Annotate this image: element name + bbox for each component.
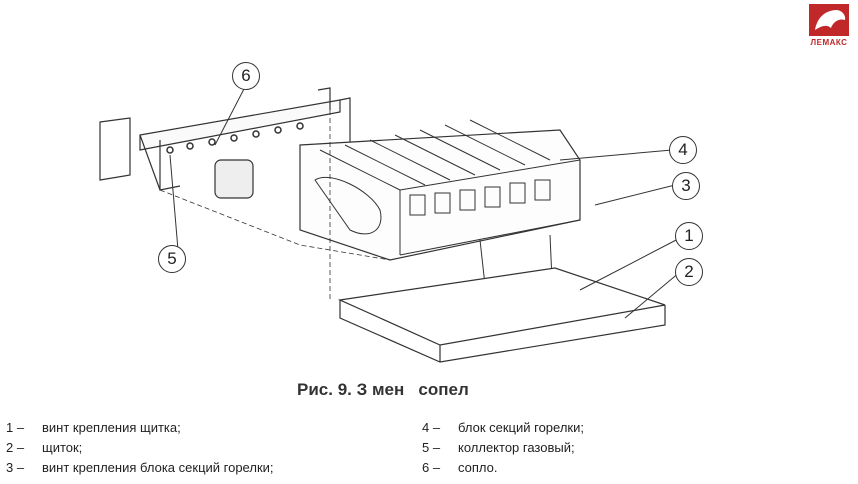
legend-text: винт крепления щитка; — [42, 420, 181, 435]
legend-num: 3 – — [6, 460, 25, 475]
callout-2: 2 — [675, 258, 703, 286]
callout-4: 4 — [669, 136, 697, 164]
legend-num: 1 – — [6, 420, 25, 435]
lemaks-logo — [809, 4, 849, 36]
legend-num: 2 – — [6, 440, 25, 455]
legend-num: 4 – — [422, 420, 441, 435]
burner-diagram — [99, 86, 681, 363]
legend-text: щиток; — [42, 440, 83, 455]
legend-num: 5 – — [422, 440, 441, 455]
callout-6: 6 — [232, 62, 260, 90]
legend-item-1: 1 – винт крепления щитка; — [6, 420, 181, 435]
legend-item-4: 4 – блок секций горелки; — [422, 420, 584, 435]
callout-3: 3 — [672, 172, 700, 200]
logo-text: ЛЕМАКС — [810, 38, 848, 47]
legend-item-3: 3 – винт крепления блока секций горелки; — [6, 460, 274, 475]
legend-text: блок секций горелки; — [458, 420, 584, 435]
legend-item-6: 6 – сопло. — [422, 460, 498, 475]
callout-5: 5 — [158, 245, 186, 273]
legend-item-2: 2 – щиток; — [6, 440, 82, 455]
legend-item-5: 5 – коллектор газовый; — [422, 440, 575, 455]
legend-text: винт крепления блока секций горелки; — [42, 460, 274, 475]
legend-text: сопло. — [458, 460, 498, 475]
legend-text: коллектор газовый; — [458, 440, 575, 455]
legend-num: 6 – — [422, 460, 441, 475]
callout-1: 1 — [675, 222, 703, 250]
figure-caption: Рис. 9. З мен сопел — [297, 380, 469, 399]
